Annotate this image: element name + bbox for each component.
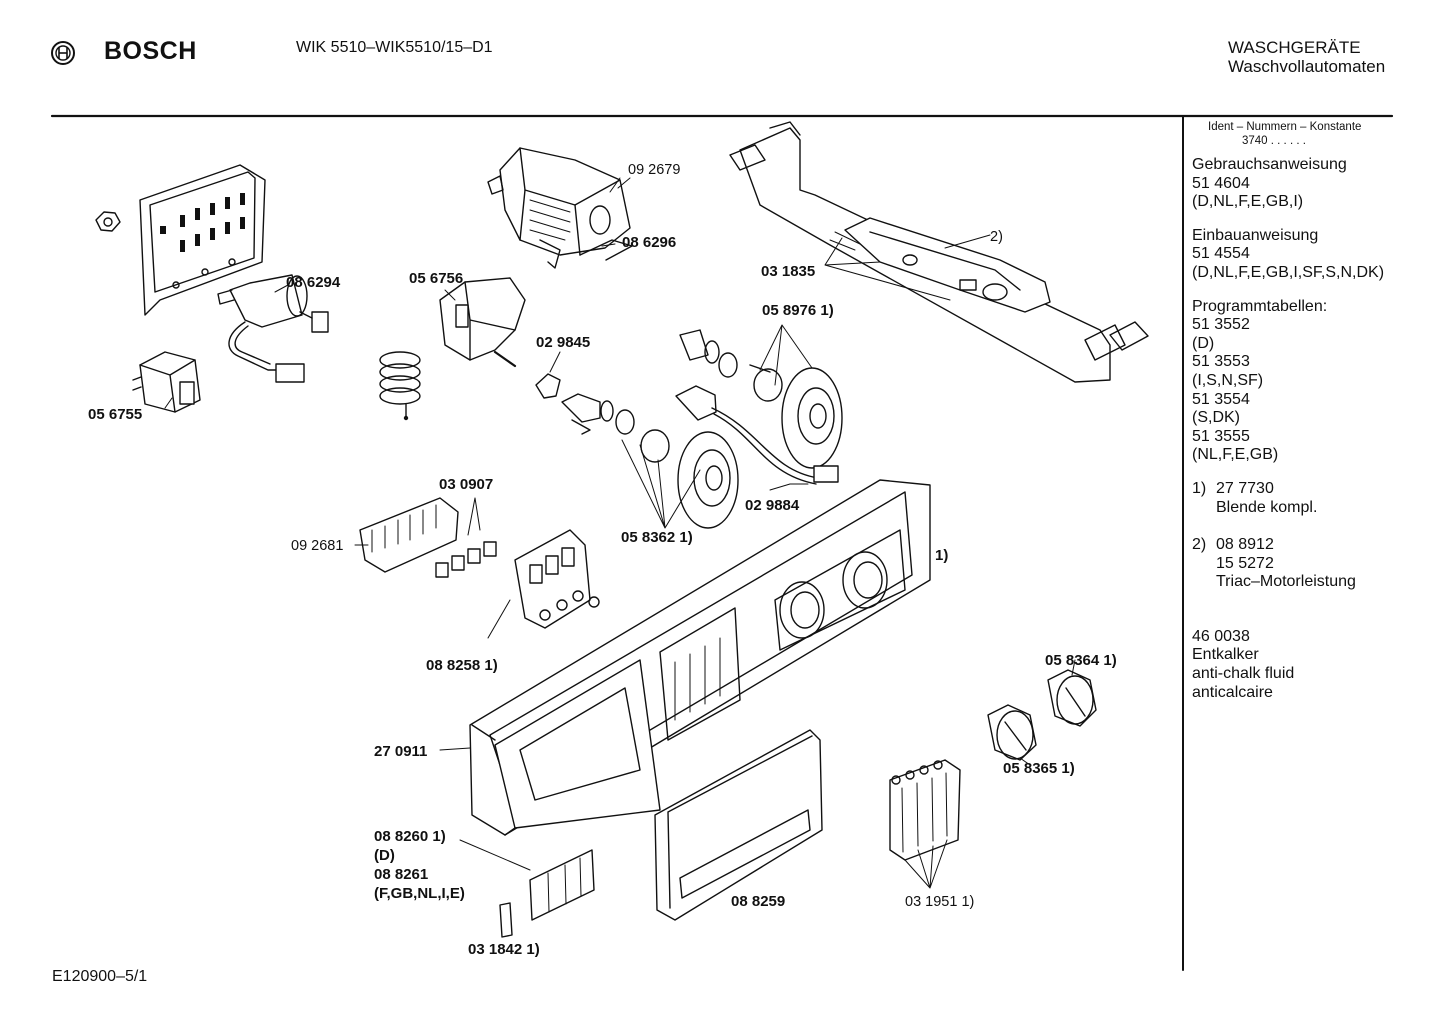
note-2-text: Triac–Motorleistung: [1216, 573, 1356, 591]
part-label: 08 6294: [286, 274, 341, 291]
drawing-code: E120900–5/1: [52, 968, 148, 985]
part-label: 2): [990, 229, 1003, 245]
usage-langs: (D,NL,F,E,GB,I): [1192, 193, 1304, 211]
part-label: 09 2679: [628, 162, 681, 178]
part-label: (F,GB,NL,I,E): [374, 885, 465, 902]
note-1-number: 27 7730: [1216, 479, 1274, 497]
note-1: 1) 27 7730: [1192, 480, 1432, 499]
install-number: 51 4554: [1192, 245, 1250, 263]
note-2-marker: 2): [1192, 536, 1207, 554]
rotary-knob-icon: [1047, 669, 1097, 727]
table-number: 51 3554: [1192, 390, 1250, 408]
chem-fr: anticalcaire: [1192, 683, 1273, 701]
category-line-1: WASCHGERÄTE: [1228, 38, 1361, 57]
part-label: 05 6755: [88, 406, 143, 423]
part-label: 1): [935, 547, 949, 564]
part-label: 02 9884: [745, 497, 800, 514]
mounting-plate-icon: [139, 164, 266, 316]
switch-block-icon: [514, 529, 600, 629]
note-2-number: 08 8912: [1216, 536, 1274, 554]
ident-constant: 3740 . . . . . .: [1242, 135, 1306, 147]
chem-number: 46 0038: [1192, 627, 1250, 645]
part-label: 09 2681: [291, 538, 344, 554]
light-guide-icon: [499, 902, 513, 938]
spring-icon: [379, 351, 421, 421]
part-label: 05 8976 1): [762, 302, 834, 319]
part-label: 03 1842 1): [468, 941, 540, 958]
leader-lines: [164, 177, 1076, 889]
table-langs: (NL,F,E,GB): [1192, 446, 1279, 464]
part-label: 03 0907: [439, 476, 494, 493]
bosch-logo-icon: [51, 41, 75, 65]
model-title: WIK 5510–WIK5510/15–D1: [296, 39, 493, 56]
part-label: 03 1951 1): [905, 894, 975, 910]
control-panel-fascia-icon: [469, 479, 931, 836]
brand-name: BOSCH: [104, 37, 197, 65]
part-label: 08 8260 1): [374, 828, 446, 845]
nut-icon: [95, 211, 121, 232]
tables-title: Programmtabellen:: [1192, 297, 1328, 315]
part-label: 08 8259: [731, 893, 786, 910]
table-number: 51 3553: [1192, 353, 1250, 371]
part-label: 02 9845: [536, 334, 591, 351]
note-2: 2) 08 8912: [1192, 536, 1432, 555]
table-langs: (I,S,N,SF): [1192, 371, 1264, 389]
label-strip-icon: [529, 849, 595, 921]
note-1-text: Blende kompl.: [1216, 498, 1318, 516]
category-line-2: Waschvollautomaten: [1228, 57, 1386, 76]
wire-harness-icon: [675, 385, 839, 485]
part-label: 08 8258 1): [426, 657, 498, 674]
door-lock-icon: [439, 277, 526, 368]
table-number: 51 3555: [1192, 427, 1250, 445]
sidebar-info: Ident – Nummern – Konstante 3740 . . . .…: [1192, 120, 1432, 702]
note-1-marker: 1): [1192, 479, 1207, 497]
part-label: 05 8365 1): [1003, 760, 1075, 777]
ident-heading: Ident – Nummern – Konstante: [1208, 121, 1362, 133]
knob-disc-icon: [677, 431, 739, 529]
table-number: 51 3552: [1192, 316, 1250, 334]
table-langs: (D): [1192, 334, 1215, 352]
valve-coil-icon: [217, 274, 329, 383]
push-button-block-icon: [889, 759, 961, 861]
part-label: 08 6296: [622, 234, 677, 251]
program-timer-icon: [487, 147, 633, 269]
pcb-bracket-icon: [729, 121, 1149, 383]
transformer-icon: [132, 351, 201, 413]
chem-de: Entkalker: [1192, 646, 1259, 664]
part-label: 27 0911: [374, 743, 428, 760]
switch-parts-icon: [535, 373, 670, 463]
usage-title: Gebrauchsanweisung: [1192, 156, 1347, 173]
part-label: 05 8364 1): [1045, 652, 1117, 669]
part-label: 03 1835: [761, 263, 816, 280]
install-langs: (D,NL,F,E,GB,I,SF,S,N,DK): [1192, 263, 1385, 281]
usage-number: 51 4604: [1192, 174, 1250, 192]
switch-parts-icon: [679, 329, 783, 402]
contact-block-icon: [359, 497, 497, 578]
install-title: Einbauanweisung: [1192, 226, 1319, 244]
part-label: 08 8261: [374, 866, 429, 883]
knob-disc-icon: [781, 367, 843, 469]
rotary-knob-icon: [987, 704, 1037, 761]
chem-en: anti-chalk fluid: [1192, 665, 1295, 683]
table-langs: (S,DK): [1192, 409, 1240, 427]
drawer-handle-icon: [654, 729, 823, 921]
part-label: 05 6756: [409, 270, 464, 287]
part-label: 05 8362 1): [621, 529, 693, 546]
part-label: (D): [374, 847, 395, 864]
note-2-number-b: 15 5272: [1216, 554, 1274, 572]
